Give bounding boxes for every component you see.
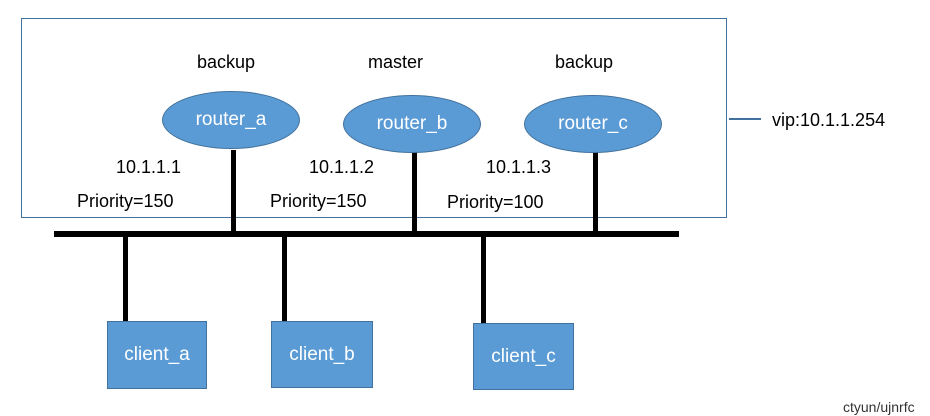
router-a-priority: Priority=150 [77, 191, 174, 211]
router-b-priority: Priority=150 [270, 191, 367, 211]
client-b-node: client_b [271, 321, 373, 388]
vip-leader-line [729, 118, 761, 120]
router-a-ip: 10.1.1.1 [116, 157, 182, 177]
router-a-label: router_a [195, 109, 267, 130]
router-c-priority: Priority=100 [447, 192, 544, 212]
router-b-link [412, 151, 417, 234]
vrrp-group-box [21, 18, 727, 218]
client-b-label: client_b [289, 343, 355, 365]
router-a-role: backup [197, 52, 256, 72]
client-c-link [481, 236, 486, 324]
lan-bus [54, 231, 679, 237]
router-a-node: router_a [162, 91, 300, 149]
router-c-ip: 10.1.1.3 [486, 157, 552, 177]
router-c-link [593, 151, 598, 234]
client-c-node: client_c [473, 323, 574, 390]
router-b-ip: 10.1.1.2 [309, 157, 375, 177]
client-a-node: client_a [107, 321, 207, 389]
client-a-link [123, 236, 128, 322]
router-b-role: master [368, 52, 424, 72]
router-c-node: router_c [524, 95, 662, 153]
router-a-link [231, 150, 236, 234]
client-a-label: client_a [124, 344, 190, 365]
router-b-label: router_b [376, 113, 448, 134]
router-b-node: router_b [343, 95, 481, 153]
router-c-label: router_c [558, 113, 628, 134]
watermark: ctyun/ujnrfc [843, 399, 915, 415]
vip-label: vip:10.1.1.254 [772, 110, 886, 130]
client-b-link [282, 236, 287, 322]
router-c-role: backup [555, 52, 614, 72]
client-c-label: client_c [491, 345, 556, 367]
